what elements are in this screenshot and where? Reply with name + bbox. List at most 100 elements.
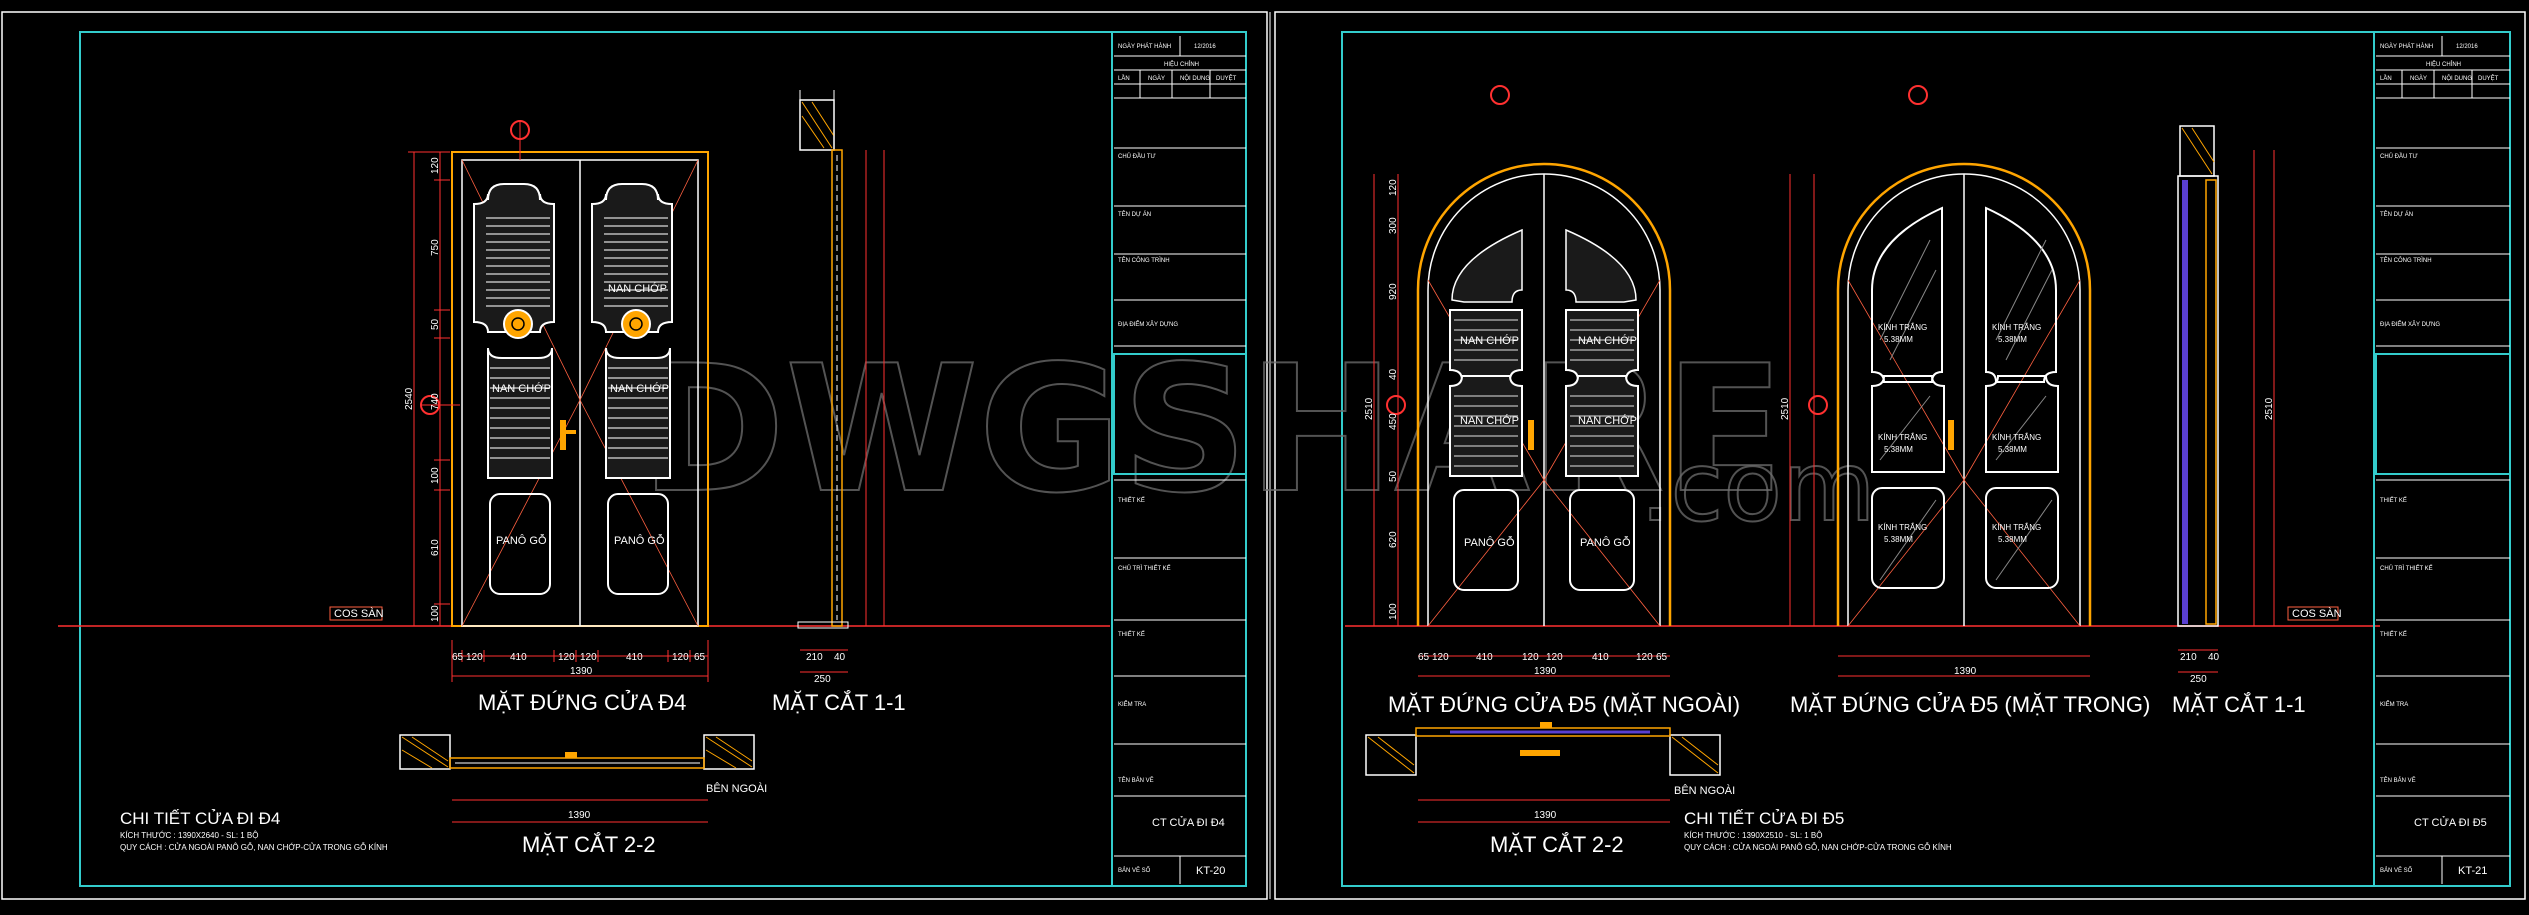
d5-inside-title: MẶT ĐỨNG CỬA Đ5 (MẶT TRONG) bbox=[1790, 692, 2150, 717]
d4-dim-h-1: 750 bbox=[430, 239, 441, 256]
watermark: DWGSHARE .com bbox=[639, 328, 1877, 544]
tb2-row-4: THIẾT KẾ bbox=[2380, 497, 2407, 504]
d5-section-dim-2: 250 bbox=[2190, 674, 2207, 685]
d5-detail-note: CHI TIẾT CỬA ĐI Đ5 KÍCH THƯỚC : 1390X251… bbox=[1684, 809, 1952, 852]
tb1-row-5: CHỦ TRÌ THIẾT KẾ bbox=[1118, 565, 1171, 572]
tb1-rev-col-3: DUYỆT bbox=[1216, 74, 1237, 82]
d5-dim-h-0: 120 bbox=[1388, 179, 1399, 196]
d5-outside-label: BÊN NGOÀI bbox=[1674, 784, 1735, 797]
tb1-row-7: KIỂM TRA bbox=[1118, 701, 1146, 708]
d5-dim-h-2: 920 bbox=[1388, 283, 1399, 300]
d5-dim-w-4: 120 bbox=[1546, 652, 1563, 663]
d4-elevation-title: MẶT ĐỨNG CỬA Đ4 bbox=[478, 690, 686, 715]
d4-section11-title: MẶT CẮT 1-1 bbox=[772, 690, 906, 715]
d5-sec-dim-total-height: 2510 bbox=[2264, 397, 2275, 420]
d5-dim-h-4: 450 bbox=[1388, 413, 1399, 430]
tb2-rev-col-0: LẦN bbox=[2380, 75, 2392, 82]
d4-label-pano-1: PANÔ GỖ bbox=[496, 534, 547, 547]
tb2-row-0: CHỦ ĐẦU TƯ bbox=[2380, 153, 2418, 160]
d4-section22-title: MẶT CẮT 2-2 bbox=[522, 832, 656, 857]
d4-dim-w-7: 65 bbox=[694, 652, 706, 663]
d5-dim-w-1: 120 bbox=[1432, 652, 1449, 663]
sheet1-floor-label: COS SÀN bbox=[334, 607, 384, 620]
sheet2: COS SÀN bbox=[1345, 31, 2511, 887]
d4-dim-w-0: 65 bbox=[452, 652, 464, 663]
d5-dim-h-7: 100 bbox=[1388, 603, 1399, 620]
d4-label-nanchop-2: NAN CHỚP bbox=[492, 382, 551, 395]
tb2-rev-col-1: NGÀY bbox=[2410, 75, 2427, 82]
d5-out-label-2: NAN CHỚP bbox=[1460, 414, 1519, 427]
d4-label-pano-2: PANÔ GỖ bbox=[614, 534, 665, 547]
d4-dim-w-2: 410 bbox=[510, 652, 527, 663]
d4-section-dim-1: 40 bbox=[834, 652, 846, 663]
tb1-row-0: CHỦ ĐẦU TƯ bbox=[1118, 153, 1156, 160]
door-d4-elevation: NAN CHỚP NAN CHỚP NAN CHỚP PANÔ GỖ PANÔ … bbox=[420, 120, 709, 627]
d5-outside-title: MẶT ĐỨNG CỬA Đ5 (MẶT NGOÀI) bbox=[1388, 692, 1740, 717]
d5-section-22: 1390 BÊN NGOÀI MẶT CẮT 2-2 bbox=[1365, 722, 1735, 857]
d5-in-label-0: KÍNH TRẮNG bbox=[1878, 323, 1927, 332]
tb2-sheet-label: BẢN VẼ SỐ bbox=[2380, 867, 2413, 874]
d4-outside-label: BÊN NGOÀI bbox=[706, 782, 767, 795]
tb2-row-6: THIẾT KẾ bbox=[2380, 631, 2407, 638]
d5-detail-line1: KÍCH THƯỚC : 1390X2510 - SL: 1 BỘ bbox=[1684, 831, 1823, 840]
tb1-rev-col-2: NỘI DUNG bbox=[1180, 75, 1210, 82]
door-d5-inside-elevation: KÍNH TRẮNG 5.38MM KÍNH TRẮNG 5.38MM KÍNH… bbox=[1808, 85, 2092, 627]
d5-in-dim-total: 1390 bbox=[1954, 666, 1977, 677]
d5-dim-total-height: 2510 bbox=[1364, 397, 1375, 420]
d5-section-dim-0: 210 bbox=[2180, 652, 2197, 663]
d5-in-label-11: 5.38MM bbox=[1998, 535, 2027, 544]
sheet1-title-block: NGÀY PHÁT HÀNH 12/2016 HIỆU CHỈNH LẦN NG… bbox=[1111, 31, 1247, 887]
tb1-row-4: THIẾT KẾ bbox=[1118, 497, 1145, 504]
d4-vertical-dims bbox=[408, 151, 450, 627]
d5-in-label-6: KÍNH TRẮNG bbox=[1992, 433, 2041, 442]
d5-in-dim-total-height: 2510 bbox=[1780, 397, 1791, 420]
d4-dim-h-3: 740 bbox=[430, 393, 441, 410]
tb1-revision-label: HIỆU CHỈNH bbox=[1164, 60, 1199, 68]
d5-section-dim-1: 40 bbox=[2208, 652, 2220, 663]
d5-dim-h-5: 50 bbox=[1388, 470, 1399, 482]
tb2-row-3: ĐỊA ĐIỂM XÂY DỰNG bbox=[2380, 321, 2440, 328]
tb1-rev-col-0: LẦN bbox=[1118, 75, 1130, 82]
tb2-sheet-no: KT-21 bbox=[2458, 865, 2487, 877]
d5-detail-line2: QUY CÁCH : CỬA NGOÀI PANÔ GỖ, NAN CHỚP-C… bbox=[1684, 843, 1952, 852]
d5-section22-title: MẶT CẮT 2-2 bbox=[1490, 832, 1624, 857]
d5-out-label-5: PANÔ GỖ bbox=[1580, 536, 1631, 549]
door-d5-outside-elevation: NAN CHỚP NAN CHỚP NAN CHỚP NAN CHỚP PANÔ… bbox=[1386, 85, 1672, 627]
d5-horizontal-dims bbox=[1418, 655, 2090, 677]
d4-dim-total-height: 2540 bbox=[404, 387, 415, 410]
d4-detail-line2: QUY CÁCH : CỬA NGOÀI PANÔ GỖ, NAN CHỚP-C… bbox=[120, 843, 388, 852]
d5-in-label-2: KÍNH TRẮNG bbox=[1992, 323, 2041, 332]
tb1-row-2: TÊN CÔNG TRÌNH bbox=[1118, 256, 1170, 264]
tb2-date-label: NGÀY PHÁT HÀNH bbox=[2380, 43, 2433, 50]
d5-dim-w-3: 120 bbox=[1522, 652, 1539, 663]
d5-in-label-10: KÍNH TRẮNG bbox=[1992, 523, 2041, 532]
d5-dim-h-1: 300 bbox=[1388, 217, 1399, 234]
tb2-row-1: TÊN DỰ ÁN bbox=[2380, 210, 2413, 218]
d4-section-dim-0: 210 bbox=[806, 652, 823, 663]
d4-label-nanchop-3: NAN CHỚP bbox=[610, 382, 669, 395]
tb1-drawing-name: CT CỬA ĐI Đ4 bbox=[1152, 816, 1225, 829]
tb1-rev-col-1: NGÀY bbox=[1148, 75, 1165, 82]
tb1-date-label: NGÀY PHÁT HÀNH bbox=[1118, 43, 1171, 50]
d4-dim-h-2: 50 bbox=[430, 318, 441, 330]
tb1-row-1: TÊN DỰ ÁN bbox=[1118, 210, 1151, 218]
d5-dim-h-6: 620 bbox=[1388, 531, 1399, 548]
d5-dim-w-6: 120 bbox=[1636, 652, 1653, 663]
d4-dim-w-5: 410 bbox=[626, 652, 643, 663]
d5-in-label-3: 5.38MM bbox=[1998, 335, 2027, 344]
d4-dim-w-1: 120 bbox=[466, 652, 483, 663]
d4-section-22: 1390 BÊN NGOÀI MẶT CẮT 2-2 bbox=[399, 734, 767, 857]
d5-dim-h-3: 40 bbox=[1388, 368, 1399, 380]
d4-detail-line1: KÍCH THƯỚC : 1390X2640 - SL: 1 BỘ bbox=[120, 831, 259, 840]
tb2-rev-col-3: DUYỆT bbox=[2478, 74, 2499, 82]
d4-section-dim-2: 250 bbox=[814, 674, 831, 685]
tb1-row-3: ĐỊA ĐIỂM XÂY DỰNG bbox=[1118, 321, 1178, 328]
d4-detail-note: CHI TIẾT CỬA ĐI Đ4 KÍCH THƯỚC : 1390X264… bbox=[120, 809, 388, 852]
d5-in-label-8: KÍNH TRẮNG bbox=[1878, 523, 1927, 532]
d5-detail-title: CHI TIẾT CỬA ĐI Đ5 bbox=[1684, 809, 1844, 828]
tb1-row-6: THIẾT KẾ bbox=[1118, 631, 1145, 638]
d4-dim-h-6: 100 bbox=[430, 605, 441, 622]
d4-label-nanchop-1: NAN CHỚP bbox=[608, 282, 667, 295]
d5-out-label-0: NAN CHỚP bbox=[1460, 334, 1519, 347]
